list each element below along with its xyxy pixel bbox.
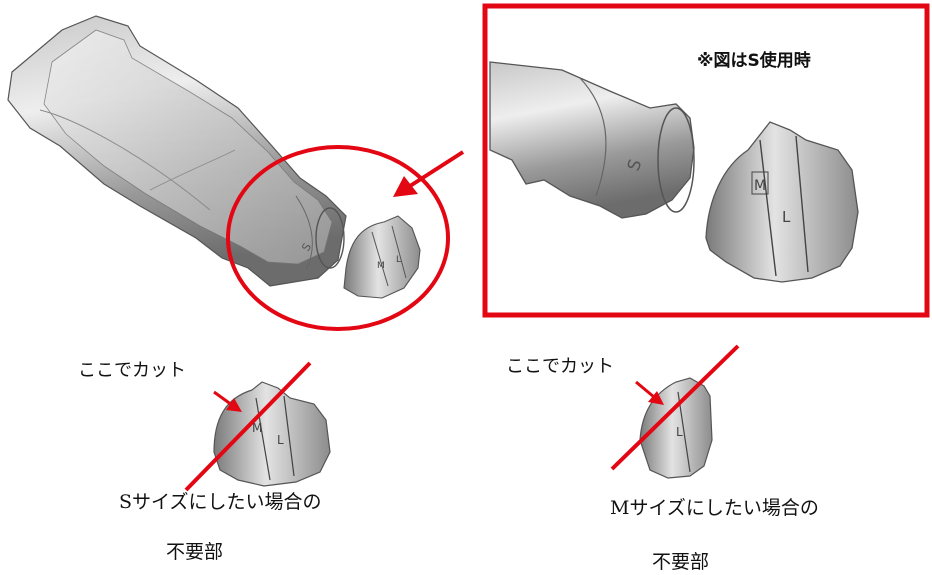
m-size-caption-line2: 不要部 [652, 551, 710, 573]
main-handle-part: S [7, 15, 347, 287]
s-cut-line [184, 361, 312, 492]
zoom-arrow [393, 150, 465, 197]
size-insert-zoom: M L [705, 121, 859, 283]
m-size-mark-zoom: M [754, 178, 766, 194]
highlight-circle [226, 145, 450, 331]
s-cut-pointer [213, 390, 242, 412]
zoom-note: ※図はS使用時 [697, 51, 811, 71]
l-size-mark-overview: L [396, 255, 401, 265]
l-size-mark-s-insert: L [277, 433, 284, 447]
zoom-box [482, 3, 930, 318]
m-size-caption-line1: Mサイズにしたい場合の [610, 497, 819, 519]
l-size-mark-zoom: L [782, 208, 791, 226]
cut-label-s: ここでカット [78, 360, 186, 381]
l-size-mark-m-insert: L [676, 425, 683, 439]
size-insert-overview: M L [343, 215, 421, 299]
s-size-insert: M L [213, 381, 331, 487]
zoomed-part: S [489, 61, 695, 219]
m-cut-pointer [635, 380, 664, 405]
s-size-caption-line1: Sサイズにしたい場合の [119, 491, 322, 513]
m-cut-line [610, 344, 740, 471]
m-size-mark-s-insert: M [252, 421, 262, 435]
m-size-mark-overview: M [377, 261, 385, 271]
s-size-caption-line2: 不要部 [166, 541, 224, 563]
cut-label-m: ここでカット [506, 356, 614, 377]
